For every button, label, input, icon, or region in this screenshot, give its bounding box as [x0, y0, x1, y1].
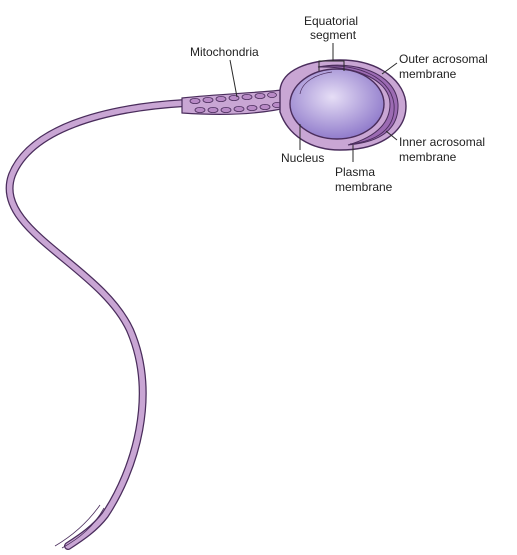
label-equatorial-line1: Equatorial [304, 14, 358, 28]
label-inner-acrosomal-line2: membrane [399, 150, 457, 164]
mitochondrion [259, 104, 271, 111]
mitochondrion [233, 106, 245, 113]
label-equatorial-line2: segment [310, 28, 357, 42]
neck-detail [299, 71, 333, 95]
mitochondrion [220, 107, 232, 114]
mitochondrion [246, 105, 258, 112]
label-outer-acrosomal-line2: membrane [399, 67, 457, 81]
acrosome [317, 64, 399, 146]
mitochondria-sheath [189, 92, 282, 114]
mitochondrion [189, 98, 201, 105]
tail [5, 99, 189, 550]
label-inner-acrosomal-line1: Inner acrosomal [399, 135, 485, 149]
label-plasma-line2: membrane [335, 180, 393, 194]
nucleus [289, 68, 385, 140]
outer-acrosomal-membrane-line [317, 65, 395, 145]
equatorial-segment-bracket [318, 60, 345, 71]
mitochondrion [194, 107, 206, 114]
mitochondrion [241, 94, 253, 101]
tail-end-filament [54, 504, 101, 547]
label-plasma-line1: Plasma [335, 165, 375, 179]
leader-lines [229, 43, 398, 162]
head [279, 59, 407, 151]
tail-end-filament-2 [61, 507, 105, 549]
outer-acrosomal-leader [381, 62, 398, 75]
labels: Equatorial segment Mitochondria Outer ac… [190, 14, 488, 194]
inner-acrosomal-leader [385, 130, 398, 141]
mitochondrion [202, 97, 214, 104]
mitochondrion [215, 96, 227, 103]
label-outer-acrosomal-line1: Outer acrosomal [399, 52, 488, 66]
mitochondria-leader [229, 59, 238, 98]
midpiece [181, 89, 291, 115]
mitochondrion [254, 93, 266, 100]
mitochondrion [207, 107, 219, 114]
label-nucleus: Nucleus [281, 151, 324, 165]
mitochondrion [267, 92, 277, 99]
tail-outline [5, 99, 189, 550]
label-mitochondria: Mitochondria [190, 45, 259, 59]
mitochondrion [228, 95, 240, 102]
tail-fill [6, 100, 188, 549]
